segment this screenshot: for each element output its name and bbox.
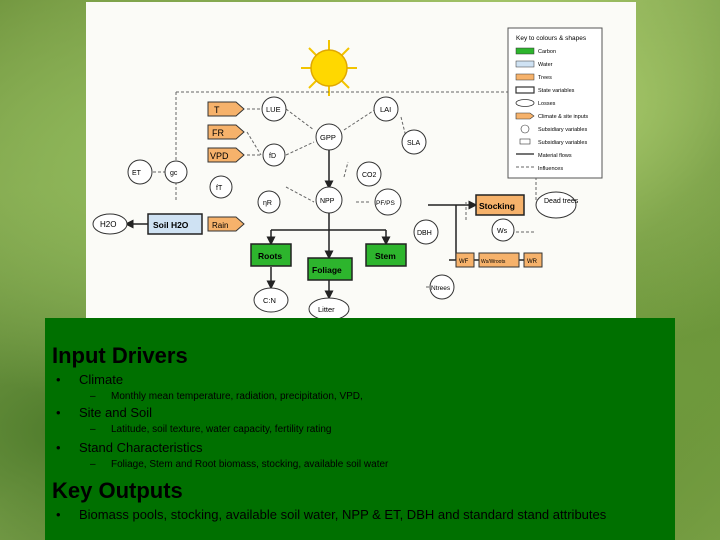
legend-item: Climate & site inputs	[538, 114, 588, 120]
node-ft: fT	[216, 185, 223, 192]
diagram-svg: Key to colours & shapes Carbon Water Tre…	[92, 27, 603, 321]
climate-inputs: T FR VPD Rain	[207, 101, 245, 232]
dash-icon: –	[90, 459, 96, 470]
node-rr: ηR	[263, 200, 272, 207]
node-roots: Roots	[258, 251, 282, 261]
node-ntrees: Ntrees	[431, 285, 451, 292]
node-dbh: DBH	[417, 230, 432, 237]
node-vpd: VPD	[210, 151, 229, 161]
site-soil-label: Site and Soil	[79, 405, 152, 420]
process-diagram: Key to colours & shapes Carbon Water Tre…	[86, 2, 636, 330]
bullet-icon: •	[56, 372, 61, 387]
node-et: ET	[132, 170, 142, 177]
legend-item: Subsidiary variables	[538, 140, 587, 146]
legend-item: Trees	[538, 75, 552, 81]
legend-item: Influences	[538, 166, 563, 172]
node-lue: LUE	[266, 105, 281, 114]
stand-characteristics-label: Stand Characteristics	[79, 440, 203, 455]
legend-item: Subsidiary variables	[538, 127, 587, 133]
legend-title: Key to colours & shapes	[516, 35, 587, 42]
node-soil-h2o: Soil H2O	[153, 220, 189, 230]
legend-item: Material flows	[538, 153, 572, 159]
node-ws: Ws	[497, 228, 508, 235]
node-wf: WF	[459, 259, 469, 265]
node-sla: SLA	[407, 140, 421, 147]
climate-label: Climate	[79, 372, 124, 387]
material-flows	[124, 150, 536, 300]
input-drivers-heading: Input Drivers	[52, 343, 188, 368]
dash-icon: –	[90, 391, 96, 402]
key-outputs-heading: Key Outputs	[52, 478, 183, 503]
node-pfps: PF/PS	[376, 200, 395, 207]
node-rain: Rain	[212, 221, 228, 230]
subsidiary-boxes: WF Ws/Wroots WR	[455, 252, 543, 268]
node-stocking: Stocking	[479, 201, 515, 211]
loss-nodes: H2O Dead trees C:N Litter	[92, 191, 579, 321]
content-panel	[45, 318, 675, 540]
legend: Key to colours & shapes Carbon Water Tre…	[507, 27, 603, 179]
node-wr: WR	[527, 259, 538, 265]
legend-item: Carbon	[538, 49, 556, 55]
bullet-icon: •	[56, 440, 61, 455]
node-dead-trees: Dead trees	[544, 198, 579, 205]
legend-item: Losses	[538, 101, 556, 107]
node-gpp: GPP	[320, 133, 336, 142]
node-gc: gc	[170, 170, 178, 177]
node-co2: CO2	[362, 172, 377, 179]
site-soil-detail: Latitude, soil texture, water capacity, …	[111, 424, 332, 435]
subsidiary-nodes: LUE LAI GPP SLA fD fT ET gc CO2 NPP ηR P…	[127, 96, 515, 300]
node-litter: Litter	[318, 305, 335, 314]
node-cn: C:N	[263, 296, 276, 305]
node-wstem: Ws/Wroots	[481, 259, 506, 265]
legend-item: State variables	[538, 88, 575, 94]
sun-icon	[301, 40, 357, 96]
node-fd: fD	[269, 153, 276, 160]
key-outputs-detail: Biomass pools, stocking, available soil …	[79, 507, 607, 522]
dash-icon: –	[90, 424, 96, 435]
stand-characteristics-detail: Foliage, Stem and Root biomass, stocking…	[111, 459, 389, 470]
legend-item: Water	[538, 62, 553, 68]
node-h2o: H2O	[100, 220, 116, 229]
node-stem: Stem	[375, 251, 396, 261]
node-lai: LAI	[380, 105, 391, 114]
node-fr: FR	[212, 128, 224, 138]
node-t: T	[214, 105, 220, 115]
climate-detail: Monthly mean temperature, radiation, pre…	[111, 391, 363, 402]
state-variables: Soil H2O Stocking Roots Stem Foliage	[147, 194, 525, 281]
bullet-icon: •	[56, 405, 61, 420]
node-npp: NPP	[320, 198, 335, 205]
node-foliage: Foliage	[312, 265, 342, 275]
bullet-icon: •	[56, 507, 61, 522]
